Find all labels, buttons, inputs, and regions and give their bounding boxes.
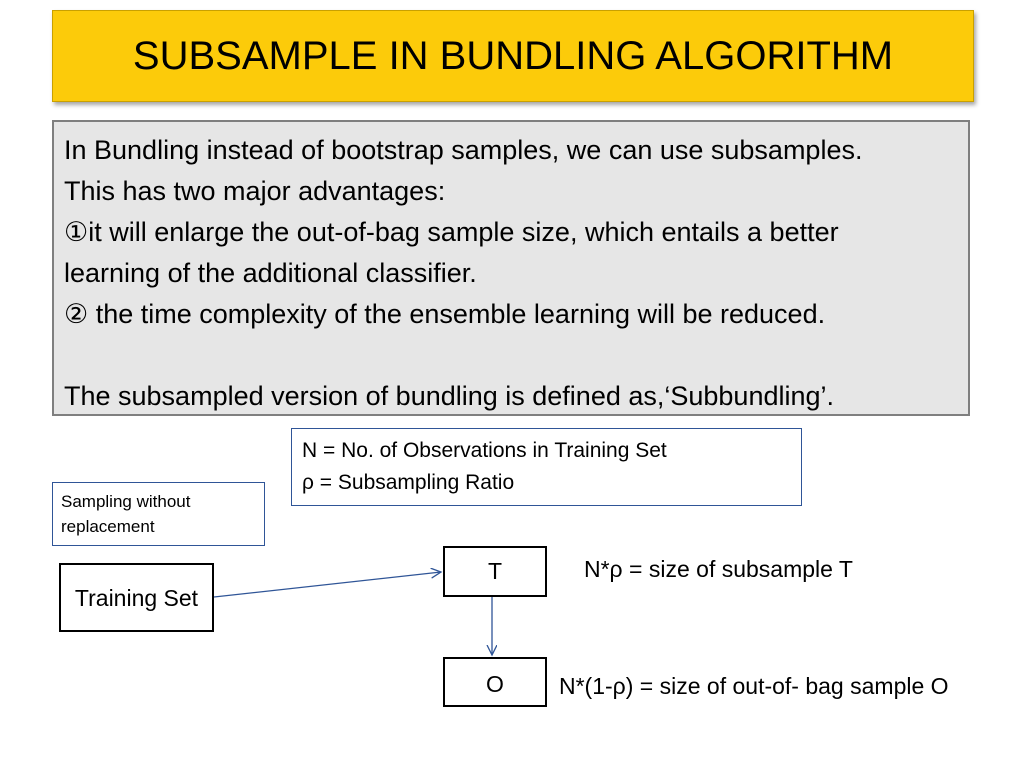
title-bar: SUBSAMPLE IN BUNDLING ALGORITHM — [52, 10, 974, 102]
definition-n: N = No. of Observations in Training Set — [302, 439, 667, 462]
body-line-2: This has two major advantages: — [64, 176, 446, 206]
node-o-label: O — [486, 671, 504, 697]
definitions-box: N = No. of Observations in Training Set … — [291, 428, 802, 506]
arrow-training-to-t — [213, 572, 441, 598]
body-line-5: ② the time complexity of the ensemble le… — [64, 299, 826, 329]
body-line-6: The subsampled version of bundling is de… — [64, 381, 835, 411]
definition-rho: ρ = Subsampling Ratio — [302, 471, 515, 494]
body-line-1: In Bundling instead of bootstrap samples… — [64, 135, 863, 165]
body-line-4: learning of the additional classifier. — [64, 258, 477, 288]
node-o: O — [443, 657, 547, 707]
body-text-box: In Bundling instead of bootstrap samples… — [52, 120, 970, 416]
node-training-set-label: Training Set — [74, 584, 199, 611]
node-t-label: T — [487, 558, 503, 584]
oob-size-label: N*(1-ρ) = size of out-of- bag sample O — [559, 673, 949, 699]
sampling-note-box: Sampling without replacement — [52, 482, 265, 546]
sampling-note-text: Sampling without replacement — [61, 492, 191, 536]
slide-title: SUBSAMPLE IN BUNDLING ALGORITHM — [132, 33, 894, 78]
node-t: T — [443, 546, 547, 597]
subsample-size-label: N*ρ = size of subsample T — [584, 556, 853, 582]
node-training-set: Training Set — [59, 563, 214, 632]
body-line-3: ①it will enlarge the out-of-bag sample s… — [64, 217, 839, 247]
